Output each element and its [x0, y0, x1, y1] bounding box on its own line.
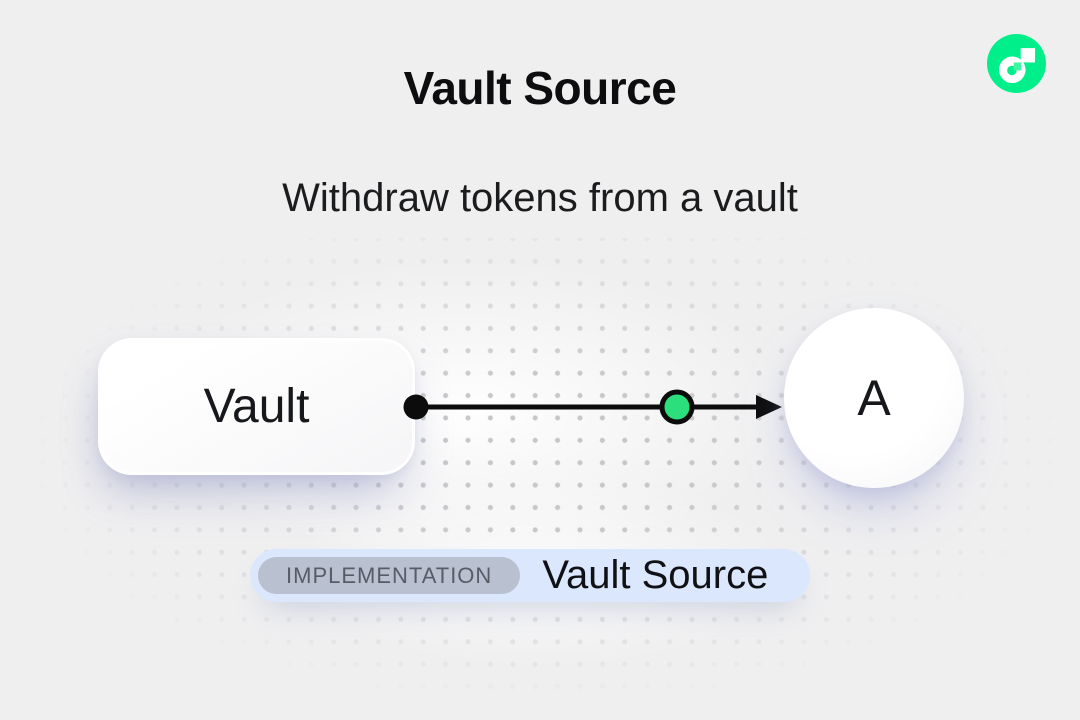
logo-accent-square — [1013, 62, 1022, 71]
page-title: Vault Source — [403, 62, 677, 114]
implementation-tag: IMPLEMENTATION — [258, 557, 521, 594]
arrow-edge — [403, 389, 782, 425]
edge-start-dot — [403, 394, 429, 420]
logo-square — [1020, 48, 1036, 63]
account-node-label: A — [857, 370, 891, 426]
implementation-badge: IMPLEMENTATION Vault Source — [250, 549, 810, 602]
flow-logo-icon — [987, 34, 1046, 93]
page-subtitle: Withdraw tokens from a vault — [282, 176, 798, 220]
account-node: A — [784, 308, 964, 488]
vault-node-label: Vault — [203, 380, 310, 433]
edge-marker-dot — [659, 389, 695, 425]
badge-title: Vault Source — [542, 553, 769, 597]
vault-node: Vault — [98, 338, 415, 475]
arrowhead-icon — [756, 395, 782, 419]
